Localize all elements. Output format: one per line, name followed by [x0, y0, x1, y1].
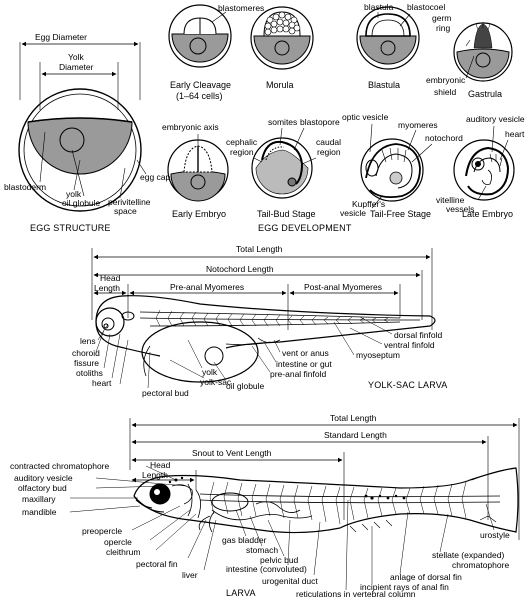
oil-globule-label: oil globule: [62, 198, 101, 208]
tail-free-caption: Tail-Free Stage: [370, 209, 431, 219]
blastocoel-label: blastocoel: [407, 2, 445, 12]
pre-anal-finfold-label: pre-anal finfold: [270, 369, 327, 379]
morula-caption: Morula: [266, 80, 294, 90]
opercle-label: opercle: [104, 537, 132, 547]
larva-eye: [150, 484, 170, 504]
egg-diameter-label: Egg Diameter: [35, 32, 87, 42]
mandible-label: mandible: [22, 507, 57, 517]
early-cleavage-sub-caption: (1–64 cells): [176, 91, 223, 101]
tail-bud-caption: Tail-Bud Stage: [257, 209, 316, 219]
urostyle-label: urostyle: [480, 530, 510, 540]
larva-head-label: Head: [150, 460, 171, 470]
heart-label: heart: [505, 129, 525, 139]
ysl-total-length-label: Total Length: [236, 244, 283, 254]
anlage-label: anlage of dorsal fin: [390, 572, 462, 582]
choroid-label: choroid: [72, 348, 100, 358]
early-embryo-caption: Early Embryo: [172, 209, 226, 219]
ventral-finfold-label: ventral finfold: [384, 340, 435, 350]
gastrula-caption: Gastrula: [468, 89, 502, 99]
otoliths-label: otoliths: [76, 368, 103, 378]
late-embryo-caption: Late Embryo: [462, 209, 513, 219]
pre-anal-myomeres-label: Pre-anal Myomeres: [170, 282, 244, 292]
urogenital-duct-label: urogenital duct: [262, 576, 318, 586]
egg-structure-title: EGG STRUCTURE: [30, 223, 111, 233]
snout-to-vent-label: Snout to Vent Length: [192, 448, 272, 458]
yolk-diameter-label: Yolk: [68, 52, 85, 62]
pectoral-bud-label: pectoral bud: [142, 388, 189, 398]
caudal-region-label: region: [317, 147, 341, 157]
oil-globule-shape: [60, 128, 84, 152]
somites-label: somites: [268, 117, 297, 127]
egg-development-title: EGG DEVELOPMENT: [258, 223, 352, 233]
maxillary-label: maxillary: [22, 494, 56, 504]
embryonic-axis-label: embryonic axis: [162, 122, 219, 132]
yolk-diameter-label-2: Diameter: [59, 62, 94, 72]
ysl-heart-label: heart: [92, 378, 112, 388]
ysl-oil-globule-label: oil globule: [226, 381, 265, 391]
post-anal-myomeres-label: Post-anal Myomeres: [304, 282, 382, 292]
blastopore-label: blastopore: [300, 117, 340, 127]
cephalic-region-label: region: [230, 147, 254, 157]
auditory-vesicle-label-larva: auditory vesicle: [14, 473, 73, 483]
chromatophore-label: chromatophore: [452, 560, 509, 570]
larva-total-length-label: Total Length: [330, 413, 377, 423]
blastomeres-label: blastomeres: [218, 3, 264, 13]
standard-length-label: Standard Length: [324, 430, 387, 440]
egg-development-row-1: [169, 5, 512, 81]
notochord-label: notochord: [425, 133, 463, 143]
ysl-head-label: Head: [100, 273, 121, 283]
early-cleavage-caption: Early Cleavage: [170, 80, 231, 90]
liver-label: liver: [182, 570, 198, 580]
shield-label: shield: [434, 87, 456, 97]
embryonic-label: embryonic: [426, 75, 466, 85]
yolk-sac-shape: [142, 322, 258, 382]
vesicle-label: vesicle: [340, 208, 366, 218]
larva-head-length-label: Length: [142, 470, 168, 480]
ysl-yolk-label: yolk: [202, 367, 218, 377]
preopercle-label: preopercle: [82, 526, 122, 536]
lens-label: lens: [80, 336, 96, 346]
dorsal-finfold-label: dorsal finfold: [394, 330, 442, 340]
incipient-rays-label: incipient rays of anal fin: [360, 582, 449, 592]
stomach-label: stomach: [246, 545, 278, 555]
stellate-label: stellate (expanded): [432, 550, 504, 560]
blastoderm-label: blastoderm: [4, 182, 46, 192]
caudal-label: caudal: [316, 137, 341, 147]
cleithrum-label: cleithrum: [106, 547, 140, 557]
myomeres-label: myomeres: [398, 120, 438, 130]
ring-label: ring: [436, 23, 450, 33]
yolk-sac-larva-title: YOLK-SAC LARVA: [368, 380, 448, 390]
gas-bladder-label: gas bladder: [222, 535, 267, 545]
vent-label: vent or anus: [282, 348, 329, 358]
cephalic-label: cephalic: [226, 137, 258, 147]
larva-title: LARVA: [226, 588, 256, 598]
perivitelline-space-label: space: [114, 206, 137, 216]
optic-vesicle-label: optic vesicle: [342, 112, 389, 122]
olfactory-bud-label: olfactory bud: [18, 483, 67, 493]
fissure-label: fissure: [74, 358, 99, 368]
larva-intestine-label: intestine (convoluted): [226, 564, 307, 574]
auditory-vesicle-label: auditory vesicle: [466, 114, 525, 124]
notochord-length-label: Notochord Length: [206, 264, 274, 274]
pectoral-fin-label: pectoral fin: [136, 559, 178, 569]
germ-label: germ: [432, 13, 451, 23]
intestine-label: intestine or gut: [276, 359, 332, 369]
contracted-chromatophore-label: contracted chromatophore: [10, 461, 109, 471]
blastula-caption: Blastula: [368, 80, 400, 90]
myoseptum-label: myoseptum: [356, 350, 400, 360]
blastula-label: blastula: [364, 2, 394, 12]
ysl-head-length-label: Length: [94, 283, 120, 293]
